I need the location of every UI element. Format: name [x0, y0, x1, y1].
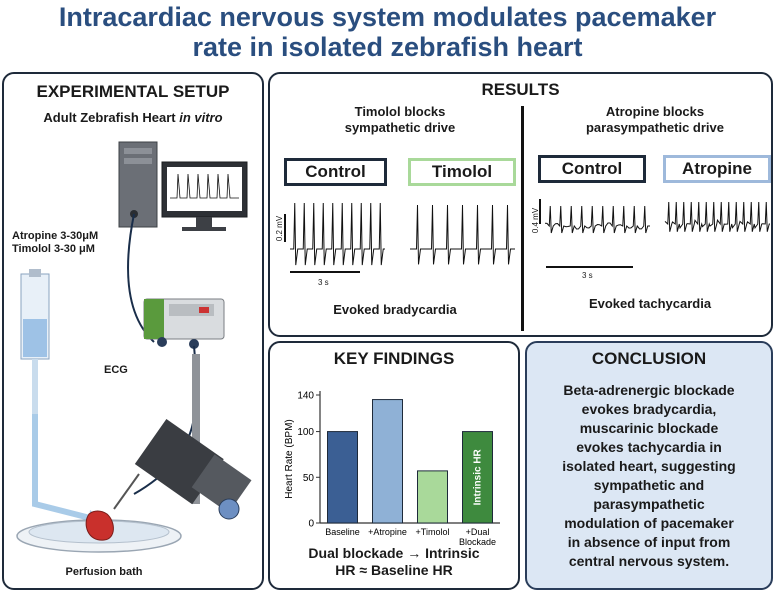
x-tick-label: Blockade [459, 537, 496, 547]
conclusion-line: evokes bradycardia, [581, 401, 717, 417]
conclusion-line: Beta-adrenergic blockade [563, 382, 735, 398]
right-title-line-2: parasympathetic drive [585, 120, 724, 135]
results-divider [521, 106, 524, 331]
conclusion-text: Beta-adrenergic blockade evokes bradycar… [527, 381, 771, 571]
x-tick-label: +Atropine [368, 527, 407, 537]
drug-timolol-label: Timolol 3-30 μM [12, 243, 95, 255]
timolol-box: Timolol [408, 158, 516, 186]
bar-3 [417, 470, 448, 524]
results-header: RESULTS [481, 80, 560, 99]
right-title-line-1: Atropine blocks [605, 104, 705, 119]
y-tick-label: 140 [297, 391, 314, 402]
conclusion-panel: CONCLUSION Beta-adrenergic blockade evok… [525, 341, 773, 590]
conclusion-line: isolated heart, suggesting [562, 458, 736, 474]
bar-4 [462, 431, 493, 524]
conclusion-header: CONCLUSION [591, 349, 707, 368]
evoked-tachycardia-label: Evoked tachycardia [588, 296, 712, 311]
results-panel: RESULTS Timolol blocks sympathetic drive… [268, 72, 773, 337]
x-tick-label: +Dual [466, 527, 490, 537]
intrinsic-hr-label: Intrinsic HR [473, 448, 484, 505]
conclusion-line: sympathetic and [593, 477, 705, 493]
x-tick-label: +Timolol [416, 527, 450, 537]
experimental-setup-panel: EXPERIMENTAL SETUP Adult Zebrafish Heart… [2, 72, 264, 590]
time-scale-left: 3 s [318, 278, 329, 287]
setup-subtitle-text: Adult Zebrafish Heart [43, 110, 180, 125]
conclusion-line: central nervous system. [568, 553, 730, 569]
setup-header: EXPERIMENTAL SETUP [36, 82, 230, 101]
right-title: Atropine blocks parasympathetic drive [545, 104, 765, 136]
time-scale-right: 3 s [582, 271, 593, 280]
ecg-trace-control-left [290, 202, 385, 266]
perfusion-bath-label: Perfusion bath [65, 566, 143, 578]
conclusion-line: modulation of pacemaker [564, 515, 734, 531]
ecg-label: ECG [104, 364, 128, 376]
conclusion-line: evokes tachycardia in [576, 439, 722, 455]
left-title-line-2: sympathetic drive [344, 120, 456, 135]
conclusion-line: parasympathetic [593, 496, 705, 512]
control-box-right: Control [538, 155, 646, 183]
bar-1 [327, 431, 358, 524]
findings-summary-line-2: HR ≈ Baseline HR [335, 562, 453, 578]
computer-tower-icon [118, 141, 158, 228]
bar-2 [372, 399, 403, 524]
conclusion-line: muscarinic blockade [579, 420, 719, 436]
atropine-box: Atropine [663, 155, 771, 183]
findings-summary: Dual blockade → Intrinsic HR ≈ Baseline … [270, 545, 518, 579]
evoked-bradycardia-label: Evoked bradycardia [333, 302, 457, 317]
ecg-traces [284, 199, 770, 273]
heart-icon [85, 510, 114, 541]
drug-atropine-label: Atropine 3-30μM [12, 230, 99, 242]
title-line-2: rate in isolated zebrafish heart [192, 32, 583, 62]
y-tick-label: 0 [308, 519, 314, 530]
y-tick-label: 100 [297, 427, 314, 438]
setup-subtitle-italic: in vitro [179, 110, 223, 125]
ecg-trace-atropine [664, 201, 770, 232]
figure-title: Intracardiac nervous system modulates pa… [0, 2, 775, 62]
control-box-left: Control [284, 158, 387, 186]
setup-illustration [16, 141, 252, 553]
y-axis-label: Heart Rate (BPM) [284, 419, 295, 498]
ecg-trace-control-right [544, 205, 650, 234]
left-title: Timolol blocks sympathetic drive [290, 104, 510, 136]
ecg-trace-timolol [410, 204, 515, 265]
title-line-1: Intracardiac nervous system modulates pa… [58, 2, 717, 32]
setup-subtitle: Adult Zebrafish Heart in vitro [4, 110, 262, 126]
findings-summary-line-1: Dual blockade → Intrinsic [308, 545, 480, 561]
key-findings-header: KEY FINDINGS [333, 349, 455, 368]
left-title-line-1: Timolol blocks [354, 104, 446, 119]
y-tick-label: 50 [303, 473, 315, 484]
conclusion-line: in absence of input from [567, 534, 731, 550]
x-tick-label: Baseline [325, 527, 360, 537]
